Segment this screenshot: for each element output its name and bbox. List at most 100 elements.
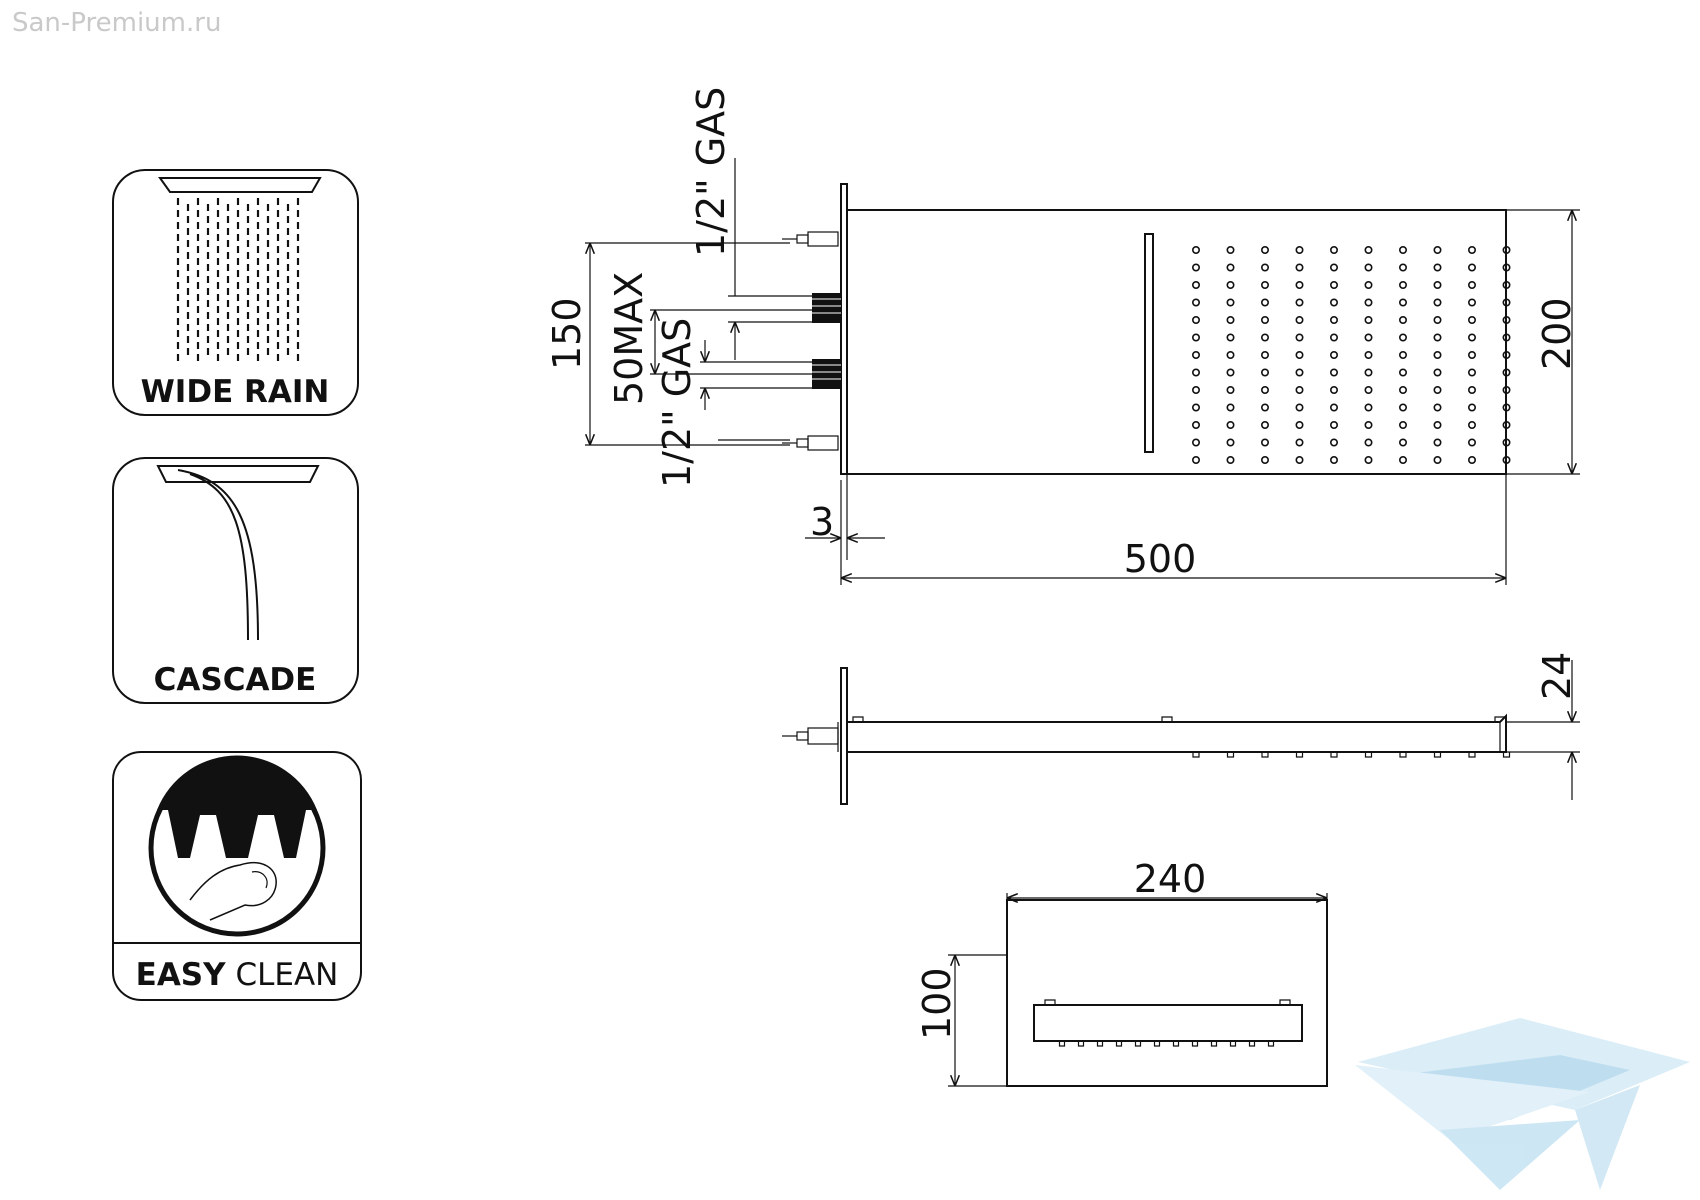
nozzle (1295, 455, 1304, 464)
nozzle (1261, 455, 1270, 464)
top-view: 1/2" GAS 150 50MAX 1/2" GAS 200 3 500 (545, 87, 1580, 585)
nozzle (1295, 315, 1304, 324)
easy-clean-label: EASY CLEAN (136, 957, 339, 993)
gas-top-label: 1/2" GAS (689, 87, 733, 257)
nozzle (1226, 246, 1235, 255)
nozzle (1399, 438, 1408, 447)
nozzle (1364, 368, 1373, 377)
nozzle (1261, 368, 1270, 377)
front-nozzle (1077, 1041, 1085, 1047)
nozzle (1295, 246, 1304, 255)
side-view: 24 (782, 652, 1580, 805)
nozzle (1192, 385, 1201, 394)
nozzle (1330, 368, 1339, 377)
nozzle (1364, 438, 1373, 447)
nozzle (1295, 420, 1304, 429)
nozzle (1295, 438, 1304, 447)
nozzle (1261, 315, 1270, 324)
nozzle (1433, 280, 1442, 289)
nozzle (1330, 298, 1339, 307)
nozzle (1364, 263, 1373, 272)
front-nozzle (1267, 1041, 1275, 1047)
nozzle (1226, 263, 1235, 272)
side-nozzle (1192, 752, 1200, 758)
nozzle (1433, 350, 1442, 359)
nozzle (1502, 246, 1511, 255)
nozzle (1433, 420, 1442, 429)
nozzle (1468, 263, 1477, 272)
nozzle (1192, 403, 1201, 412)
dim-3-label: 3 (810, 500, 834, 544)
nozzle (1364, 333, 1373, 342)
nozzle (1295, 298, 1304, 307)
nozzle (1502, 438, 1511, 447)
nozzle-icon (157, 755, 317, 858)
side-nozzles (1192, 752, 1511, 758)
rain-head-icon (158, 177, 322, 193)
nozzle (1433, 403, 1442, 412)
nozzle (1364, 350, 1373, 359)
nozzle (1468, 385, 1477, 394)
nozzle (1399, 420, 1408, 429)
wide-rain-label: WIDE RAIN (141, 374, 330, 410)
nozzle (1433, 298, 1442, 307)
waterfall-icon (177, 469, 259, 641)
front-nozzle (1058, 1041, 1066, 1047)
nozzle (1502, 385, 1511, 394)
nozzle (1502, 455, 1511, 464)
nozzle (1261, 280, 1270, 289)
nozzle (1399, 368, 1408, 377)
nozzle (1468, 403, 1477, 412)
nozzle (1433, 263, 1442, 272)
nozzle (1502, 420, 1511, 429)
side-nozzle (1226, 752, 1235, 758)
nozzle (1433, 315, 1442, 324)
nozzle (1330, 350, 1339, 359)
nozzle (1226, 420, 1235, 429)
cascade-label: CASCADE (154, 662, 317, 698)
nozzle (1364, 455, 1373, 464)
nozzle (1364, 403, 1373, 412)
nozzle (1226, 280, 1235, 289)
nozzle (1330, 280, 1339, 289)
nozzle (1399, 246, 1408, 255)
wide-rain-badge: WIDE RAIN (112, 169, 359, 416)
nozzle (1192, 280, 1201, 289)
nozzle (1192, 350, 1201, 359)
nozzle (1502, 315, 1511, 324)
nozzle (1261, 263, 1270, 272)
nozzle (1261, 438, 1270, 447)
nozzle-grid (1192, 246, 1511, 464)
inlet-bottom (782, 435, 839, 451)
nozzle (1295, 403, 1304, 412)
nozzle (1399, 315, 1408, 324)
nozzle (1192, 315, 1201, 324)
nozzle (1468, 246, 1477, 255)
nozzle (1226, 350, 1235, 359)
nozzle (1295, 280, 1304, 289)
nozzle (1226, 385, 1235, 394)
dim-100-label: 100 (915, 967, 959, 1040)
side-nozzle (1364, 752, 1373, 758)
nozzle (1399, 263, 1408, 272)
front-nozzle (1172, 1041, 1180, 1047)
nozzle (1192, 420, 1201, 429)
gas-connector-upper (812, 293, 841, 323)
inlet-top (782, 231, 839, 247)
gas-connector-lower (812, 359, 841, 389)
nozzle (1433, 368, 1442, 377)
front-nozzle (1115, 1041, 1123, 1047)
nozzle (1468, 455, 1477, 464)
nozzle (1261, 385, 1270, 394)
dim-240-label: 240 (1134, 857, 1207, 901)
nozzle (1330, 420, 1339, 429)
nozzle (1468, 438, 1477, 447)
nozzle (1330, 333, 1339, 342)
nozzle (1330, 455, 1339, 464)
dim-150-label: 150 (545, 297, 589, 370)
nozzle (1433, 385, 1442, 394)
front-nozzle (1210, 1041, 1218, 1047)
nozzle (1226, 298, 1235, 307)
dim-24-label: 24 (1535, 652, 1579, 700)
nozzle (1261, 298, 1270, 307)
